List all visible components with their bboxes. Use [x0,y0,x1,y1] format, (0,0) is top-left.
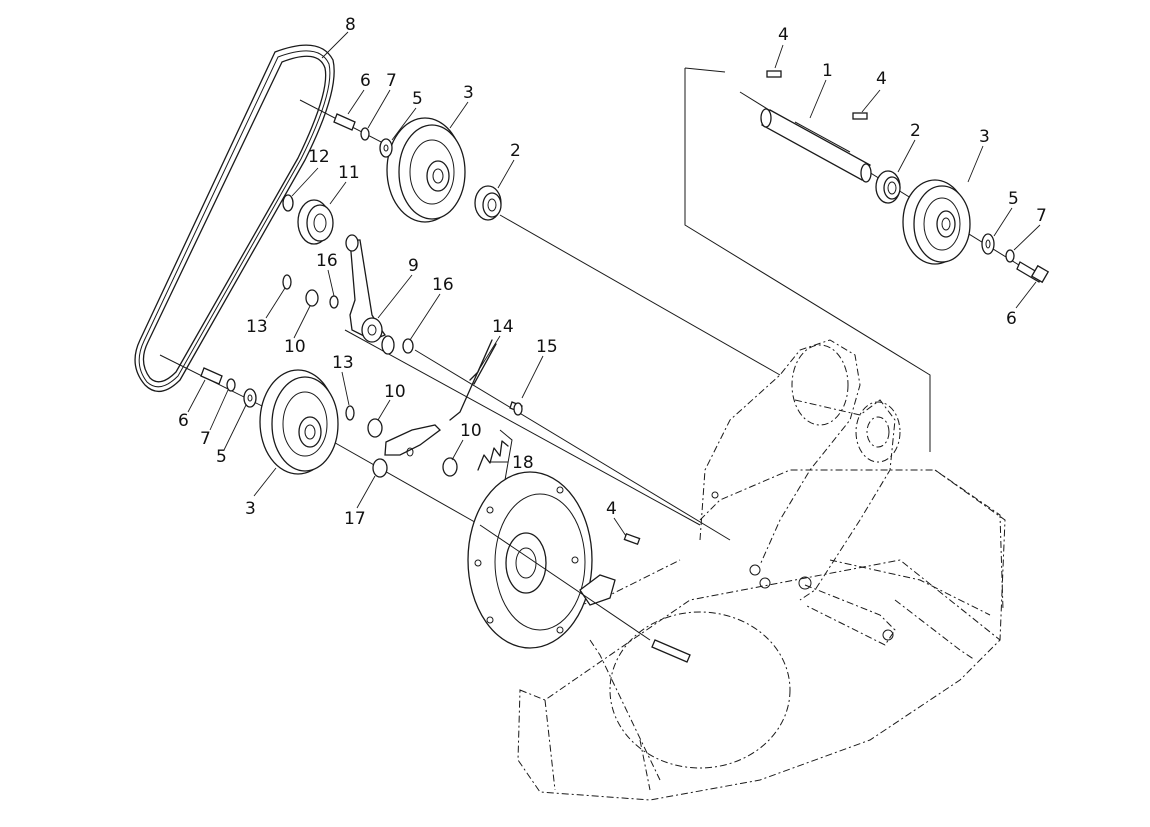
spacer-a [329,295,339,309]
clutch-plate [467,471,593,649]
support-bracket [699,339,901,646]
pulley-lower [259,369,339,475]
pin-head [513,402,523,416]
spring [477,440,509,471]
pivot-axis-line [414,349,731,541]
callout-spacer-a: 16 [316,251,338,271]
bearing-upper [474,185,502,221]
callouts: 8 4 1 4 6 7 5 3 2 2 3 12 11 5 7 6 16 9 1… [178,15,1047,529]
tension-rod [449,339,493,421]
callout-idler-pulley: 11 [338,163,360,183]
callout-bearing-upper: 2 [510,141,521,161]
callout-spring: 18 [512,453,534,473]
lockwasher-upper [360,127,370,141]
shaft [760,108,872,183]
callout-clip-a: 13 [246,317,268,337]
callout-tension-bracket: 17 [344,509,366,529]
callout-clip-b: 13 [332,353,354,373]
drive-axis-line [479,524,651,641]
bushing-d [442,457,458,477]
callout-key-c: 4 [606,499,617,519]
bolt-lower [200,367,223,385]
callout-shaft: 1 [822,61,833,81]
bolt-upper [333,113,356,131]
washer-lower-hole [247,394,253,402]
bushing-c [367,418,383,438]
drive-stub [651,639,691,663]
leader-lines [187,31,1041,537]
callout-bushing-c: 10 [384,382,406,402]
washer-right [981,233,995,255]
bushing-b [381,335,395,355]
spacer-b [402,338,414,354]
washer-right-hole [985,239,991,249]
callout-pin: 15 [536,337,558,357]
callout-bolt-lower: 6 [178,411,189,431]
idler-arm [345,234,387,343]
callout-snap-ring: 12 [308,147,330,167]
bushing-a [305,289,319,307]
snap-ring-upper [282,194,294,212]
callout-washer-lower: 5 [216,447,227,467]
callout-lockwasher-right: 7 [1036,206,1047,226]
washer-upper-hole [383,144,389,152]
callout-bearing-right: 2 [910,121,921,141]
drive-belt [134,44,335,392]
callout-lockwasher-lower: 7 [200,429,211,449]
upper-axle-line [499,214,781,376]
washer-lower [243,388,257,408]
callout-pulley-lower: 3 [245,499,256,519]
callout-washer-upper: 5 [412,89,423,109]
idler-pulley [297,199,334,245]
callout-bolt-right: 6 [1006,309,1017,329]
lower-axis-line [329,439,481,526]
washer-upper [379,138,393,158]
clip-b [345,405,355,421]
idler-axis-line [344,329,701,526]
lockwasher-lower [226,378,236,392]
callout-key-b: 4 [876,69,887,89]
callout-key-a: 4 [778,25,789,45]
callout-bolt-upper: 6 [360,71,371,91]
pulley-right [902,179,971,265]
callout-bushing-d: 10 [460,421,482,441]
tension-rod-2 [473,343,497,385]
housing [517,469,1006,801]
mount-bracket [579,574,616,606]
key-b [852,112,868,120]
callout-washer-right: 5 [1008,189,1019,209]
callout-pulley-upper: 3 [463,83,474,103]
tension-bracket [372,424,441,478]
callout-bushing-a: 10 [284,337,306,357]
key-a [766,70,782,78]
callout-lockwasher-upper: 7 [386,71,397,91]
callout-belt: 8 [345,15,356,35]
callout-tension-rod: 14 [492,317,514,337]
key-c [623,532,641,546]
shaft-assembly-box [684,67,931,452]
callout-spacer-b: 16 [432,275,454,295]
pulley-upper [386,117,466,223]
bearing-right [875,170,901,204]
callout-idler-arm: 9 [408,256,419,276]
clip-a [282,274,292,290]
callout-pulley-right: 3 [979,127,990,147]
bolt-right-head [1030,264,1050,284]
lockwasher-right [1005,249,1015,263]
